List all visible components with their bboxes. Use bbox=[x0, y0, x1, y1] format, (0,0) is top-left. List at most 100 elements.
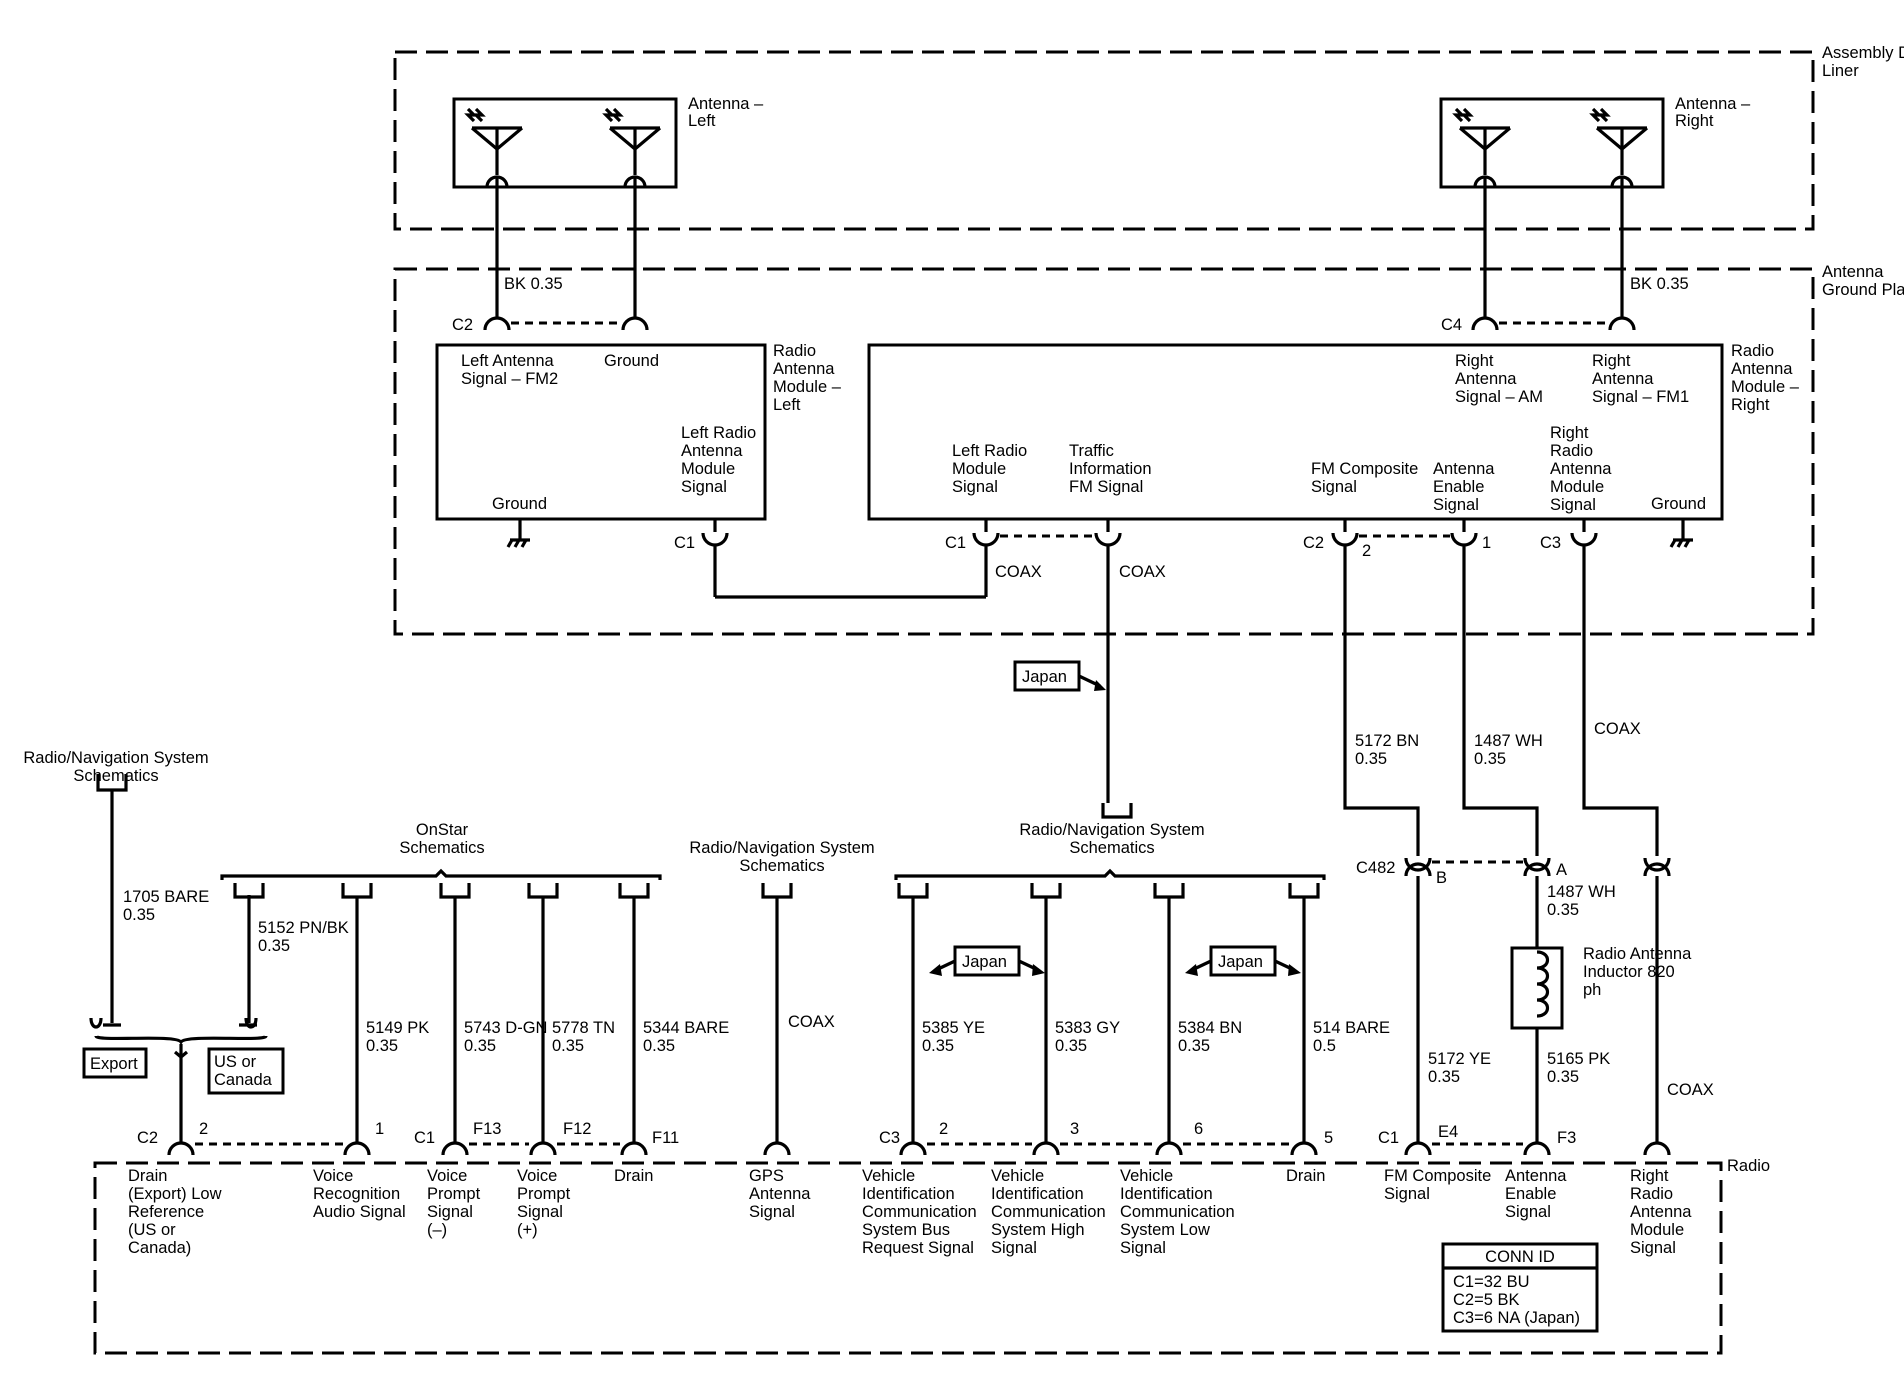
wire-coax-right-module bbox=[1582, 545, 1659, 856]
antenna-left-element-2 bbox=[602, 107, 662, 175]
connector-c1-right-module: C1 bbox=[945, 534, 966, 552]
radio-pin-c2: C2 bbox=[137, 1129, 158, 1147]
radio-pin-f13: F13 bbox=[473, 1120, 501, 1138]
ground-symbol-right bbox=[1669, 519, 1693, 548]
ground-plane-outline bbox=[393, 267, 1815, 636]
wire-bk-left: BK 0.35 bbox=[504, 275, 563, 293]
conn-id-box bbox=[1441, 1242, 1599, 1333]
radio-pin-f3: F3 bbox=[1557, 1129, 1576, 1147]
radio-pin-6-c3: 6 bbox=[1194, 1120, 1203, 1138]
wire-coax-right-radio-label: COAX bbox=[1667, 1081, 1714, 1099]
antenna-right-element-1 bbox=[1452, 107, 1512, 175]
export-tag-label: Export bbox=[90, 1055, 138, 1073]
wire-1487-inductor-5165 bbox=[1510, 876, 1564, 1142]
export-us-canada-splice bbox=[89, 1017, 268, 1142]
radio-antenna-module-left bbox=[435, 343, 767, 521]
wire-coax-gps-label: COAX bbox=[788, 1013, 835, 1031]
antenna-right-element-2 bbox=[1589, 107, 1649, 175]
decklid-label: Assembly DecklidLiner bbox=[1822, 44, 1904, 80]
c482-pin-a: A bbox=[1556, 861, 1567, 879]
radio-signal-drain: Drain bbox=[614, 1167, 653, 1185]
coax-module-link bbox=[713, 545, 988, 599]
ground-symbol-left bbox=[506, 519, 530, 548]
us-canada-tag bbox=[207, 1047, 285, 1095]
japan-tag-vics-1 bbox=[929, 945, 1045, 977]
radio-nav-ref-left bbox=[96, 774, 128, 1023]
antenna-right bbox=[1439, 97, 1665, 189]
radio-antenna-module-right bbox=[867, 343, 1724, 521]
radio-signal-drain-2: Drain bbox=[1286, 1167, 1325, 1185]
radio-pin-e4: E4 bbox=[1438, 1123, 1458, 1141]
module-bottom-connectors bbox=[701, 519, 1598, 547]
module-left-pin-ground: Ground bbox=[492, 495, 547, 513]
radio-pin-1-c2: 1 bbox=[375, 1120, 384, 1138]
antenna-left-element-1 bbox=[464, 107, 524, 175]
wire-coax-left-radio: COAX bbox=[995, 563, 1042, 581]
radio-pin-f11: F11 bbox=[652, 1129, 679, 1147]
radio-pin-c1: C1 bbox=[414, 1129, 435, 1147]
connector-c4-right-module: C4 bbox=[1441, 316, 1462, 334]
module-left-pin-ground-top: Ground bbox=[604, 352, 659, 370]
radio-outline bbox=[93, 1161, 1723, 1355]
japan-tag-vics-2-label: Japan bbox=[1218, 953, 1263, 971]
wire-1487-wh-top bbox=[1462, 545, 1539, 856]
antenna-feed-wires bbox=[483, 175, 1636, 331]
radio-nav-ref-gps bbox=[761, 883, 793, 1142]
antenna-left-label: Antenna –Left bbox=[688, 95, 764, 130]
wire-coax-traffic: COAX bbox=[1119, 563, 1166, 581]
radio-pin-connectors bbox=[167, 1141, 1671, 1156]
connector-c2-left-module: C2 bbox=[452, 316, 473, 334]
radio-pin-f12: F12 bbox=[563, 1120, 591, 1138]
decklid-liner-outline bbox=[393, 50, 1815, 231]
module-right-pin-ground: Ground bbox=[1651, 495, 1706, 513]
japan-tag-traffic-label: Japan bbox=[1022, 668, 1067, 686]
connector-c2-right-module: C2 bbox=[1303, 534, 1324, 552]
radio-pin-2-c3: 2 bbox=[939, 1120, 948, 1138]
antenna-left bbox=[452, 97, 678, 189]
inline-connector-c482 bbox=[1404, 857, 1671, 877]
radio-pin-c3: C3 bbox=[879, 1129, 900, 1147]
radio-pin-5-c3: 5 bbox=[1324, 1129, 1333, 1147]
radio-pin-2-c2: 2 bbox=[199, 1120, 208, 1138]
export-tag bbox=[82, 1047, 148, 1079]
conn-id-entry-2: C2=5 BK bbox=[1453, 1291, 1520, 1309]
radio-wire-drops bbox=[355, 897, 1306, 1142]
c482-label: C482 bbox=[1356, 859, 1395, 877]
japan-tag-vics-2 bbox=[1185, 945, 1301, 977]
connector-c1-left-module: C1 bbox=[674, 534, 695, 552]
